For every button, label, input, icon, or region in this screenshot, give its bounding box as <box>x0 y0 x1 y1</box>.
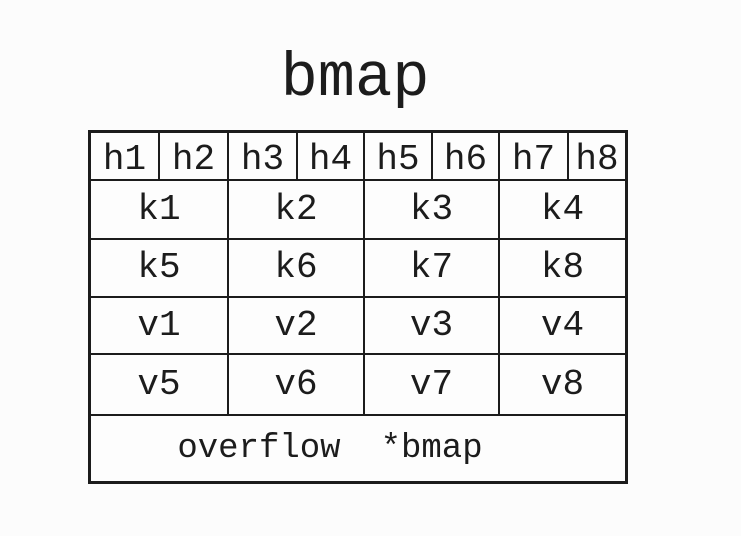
header-cell-h2: h2 <box>160 133 229 181</box>
value-cell-v3: v3 <box>365 298 500 355</box>
diagram-title: bmap <box>280 43 430 114</box>
header-cell-h5: h5 <box>365 133 433 181</box>
header-cell-h3: h3 <box>229 133 298 181</box>
key-cell-k4: k4 <box>500 181 625 240</box>
key-cell-k1: k1 <box>91 181 229 240</box>
value-cell-v7: v7 <box>365 355 500 416</box>
key-cell-k5: k5 <box>91 240 229 298</box>
key-cell-k6: k6 <box>229 240 365 298</box>
header-cell-h8: h8 <box>569 133 625 181</box>
key-cell-k3: k3 <box>365 181 500 240</box>
header-cell-h1: h1 <box>91 133 160 181</box>
value-cell-v4: v4 <box>500 298 625 355</box>
overflow-cell: overflow *bmap <box>91 416 625 481</box>
header-cell-h4: h4 <box>298 133 365 181</box>
value-cell-v6: v6 <box>229 355 365 416</box>
bmap-struct-table: h1 h2 h3 h4 h5 h6 h7 h8 k1 k2 k3 k4 k5 k… <box>88 130 628 484</box>
overflow-type-label: *bmap <box>380 429 483 468</box>
key-cell-k7: k7 <box>365 240 500 298</box>
header-cell-h6: h6 <box>433 133 500 181</box>
value-cell-v5: v5 <box>91 355 229 416</box>
overflow-label-group: overflow *bmap <box>177 432 482 466</box>
key-cell-k8: k8 <box>500 240 625 298</box>
value-cell-v1: v1 <box>91 298 229 355</box>
value-cell-v8: v8 <box>500 355 625 416</box>
value-cell-v2: v2 <box>229 298 365 355</box>
overflow-field-label: overflow <box>177 429 341 468</box>
key-cell-k2: k2 <box>229 181 365 240</box>
header-cell-h7: h7 <box>500 133 569 181</box>
